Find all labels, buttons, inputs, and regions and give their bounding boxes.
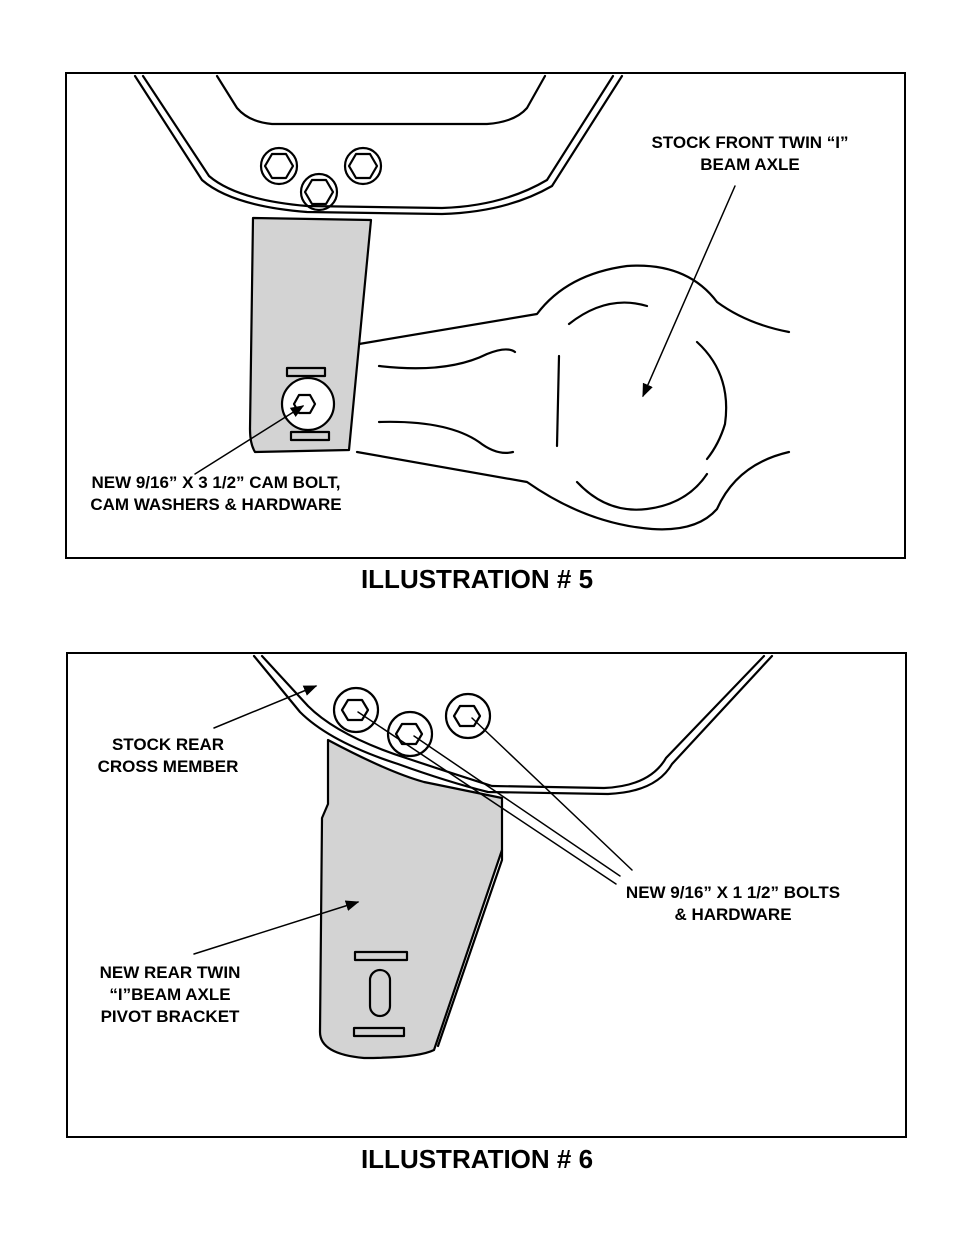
frame-bolt — [259, 146, 299, 186]
frame-bolt — [444, 692, 492, 740]
axle-leader-arrow — [642, 185, 736, 398]
bolt-leader-line — [471, 717, 633, 871]
i-beam-axle — [355, 264, 791, 531]
cross-member-frame — [133, 74, 624, 216]
bolt-leader-line — [357, 711, 617, 885]
bracket-slot — [352, 1026, 406, 1038]
illustration-6-panel: STOCK REAR CROSS MEMBER NEW 9/16” X 1 1/… — [66, 652, 907, 1138]
bolts-label: NEW 9/16” X 1 1/2” BOLTS & HARDWARE — [625, 883, 841, 924]
cross-member-label: STOCK REAR CROSS MEMBER — [97, 735, 239, 776]
frame-bolt — [332, 686, 380, 734]
cam-bolt-leader-arrow — [194, 405, 305, 475]
cam-bolt-label: NEW 9/16” X 3 1/2” CAM BOLT, CAM WASHERS… — [90, 473, 342, 514]
bracket-leader-arrow — [193, 900, 360, 955]
rear-pivot-bracket — [318, 738, 504, 1060]
pivot-hole — [368, 968, 392, 1018]
illustration-6-drawing — [193, 654, 774, 1060]
illustration-5-panel: STOCK FRONT TWIN “I” BEAM AXLE NEW 9/16”… — [65, 72, 906, 559]
frame-bolt — [343, 146, 383, 186]
bracket-slot — [353, 950, 409, 962]
frame-bolt — [386, 710, 434, 758]
illustration-5-drawing — [133, 74, 791, 531]
illustration-6-caption: ILLUSTRATION # 6 — [360, 1144, 594, 1174]
frame-bolt — [299, 172, 339, 212]
axle-label: STOCK FRONT TWIN “I” BEAM AXLE — [651, 133, 849, 174]
pivot-bracket — [248, 216, 373, 454]
cam-slot — [285, 366, 327, 378]
bracket-label: NEW REAR TWIN “I”BEAM AXLE PIVOT BRACKET — [99, 963, 241, 1026]
cross-member-leader-arrow — [213, 685, 318, 729]
cam-bolt — [280, 376, 336, 432]
cam-slot — [289, 430, 331, 442]
illustration-5-caption: ILLUSTRATION # 5 — [360, 564, 594, 594]
bolt-leader-line — [413, 735, 621, 877]
